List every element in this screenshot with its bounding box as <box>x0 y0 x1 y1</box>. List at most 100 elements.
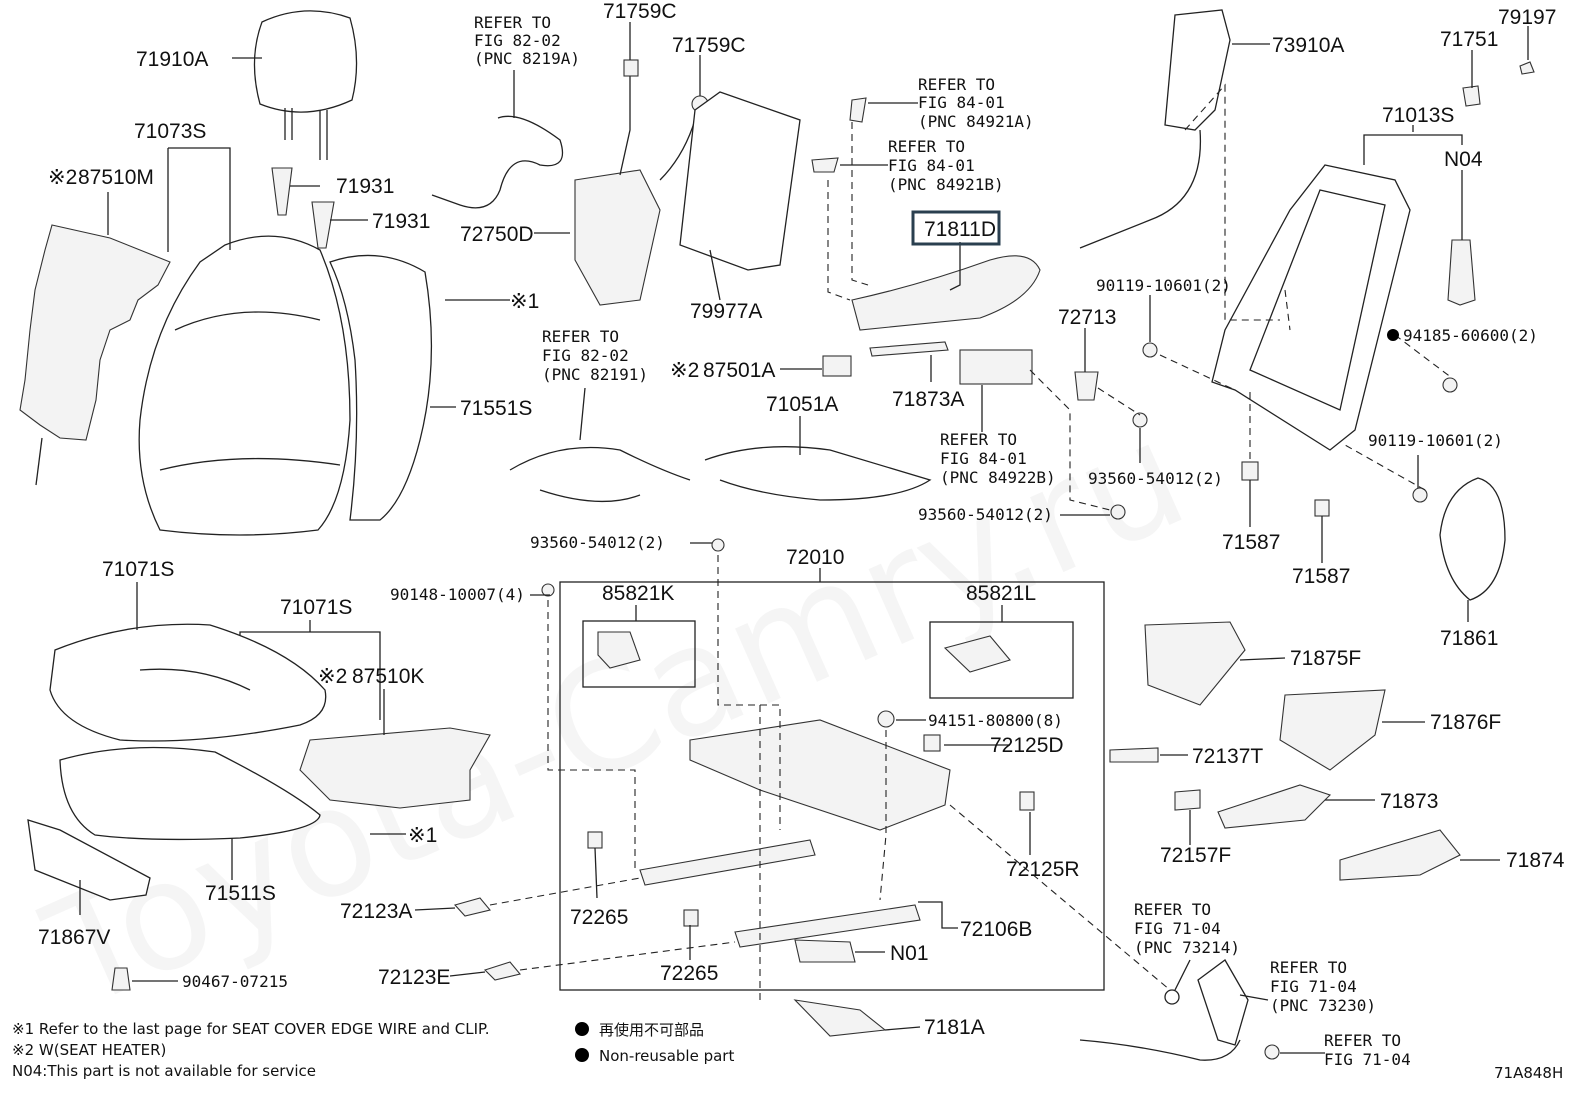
part-label[interactable]: 93560-54012(2) <box>918 505 1053 524</box>
motor-shape <box>943 635 1011 673</box>
refer-line[interactable]: FIG 82-02 <box>474 31 561 50</box>
part-label[interactable]: 72125R <box>1006 858 1080 881</box>
part-label[interactable]: 71873 <box>1380 790 1438 813</box>
part-label[interactable]: 71876F <box>1430 711 1501 734</box>
switch-shape <box>1074 371 1099 401</box>
refer-line[interactable]: (PNC 73214) <box>1134 938 1240 957</box>
note-mark: ※2 <box>48 166 77 189</box>
part-label[interactable]: 71759C <box>672 34 746 57</box>
reference-notes: REFER TO FIG 82-02 (PNC 8219A) REFER TO … <box>474 13 1411 1069</box>
part-label[interactable]: 71759C <box>603 0 677 23</box>
refer-line[interactable]: FIG 71-04 <box>1134 919 1221 938</box>
part-label[interactable]: N01 <box>890 942 929 965</box>
part-label[interactable]: 71071S <box>280 596 352 619</box>
part-label[interactable]: 87510M <box>78 166 154 189</box>
non-reusable-dot <box>1387 329 1399 341</box>
refer-line[interactable]: (PNC 84922B) <box>940 468 1056 487</box>
part-label[interactable]: 87501A <box>703 359 775 382</box>
refer-line[interactable]: (PNC 73230) <box>1270 996 1376 1015</box>
part-label[interactable]: 72750D <box>460 223 534 246</box>
part-label[interactable]: 72123A <box>340 900 412 923</box>
refer-line[interactable]: FIG 71-04 <box>1324 1050 1411 1069</box>
part-label[interactable]: 71867V <box>38 926 110 949</box>
clip-shape <box>1314 499 1330 517</box>
footnote-2: ※2 W(SEAT HEATER) <box>12 1041 166 1059</box>
part-label[interactable]: 79977A <box>690 300 762 323</box>
note-mark: ※1 <box>408 824 437 847</box>
round-cover-shape <box>1439 477 1506 601</box>
motor-shape <box>597 631 641 669</box>
refer-line[interactable]: REFER TO <box>1270 958 1347 977</box>
part-label[interactable]: 93560-54012(2) <box>1088 469 1223 488</box>
cover-shape <box>1279 689 1386 771</box>
cover-shape <box>483 961 521 981</box>
part-label[interactable]: 94185-60600(2) <box>1403 326 1538 345</box>
side-knob-shape <box>849 97 867 123</box>
refer-line[interactable]: REFER TO <box>918 75 995 94</box>
cover-shape <box>1144 621 1246 706</box>
part-label[interactable]: 71875F <box>1290 647 1361 670</box>
ecu-shape <box>822 355 852 377</box>
cover-shape <box>1339 829 1461 881</box>
part-label[interactable]: 85821K <box>602 582 674 605</box>
refer-line[interactable]: FIG 82-02 <box>542 346 629 365</box>
part-label[interactable]: 72157F <box>1160 844 1231 867</box>
refer-line[interactable]: FIG 71-04 <box>1270 977 1357 996</box>
part-label[interactable]: 71551S <box>460 397 532 420</box>
clip-shape <box>111 967 131 991</box>
cover-shape <box>1109 747 1159 763</box>
part-label[interactable]: 90467-07215 <box>182 972 288 991</box>
refer-line[interactable]: REFER TO <box>542 327 619 346</box>
part-label[interactable]: 71013S <box>1382 104 1454 127</box>
part-label[interactable]: 71861 <box>1440 627 1498 650</box>
part-label[interactable]: 72265 <box>660 962 718 985</box>
part-label[interactable]: 71811D <box>924 218 996 241</box>
part-label[interactable]: 79197 <box>1498 6 1556 29</box>
part-label[interactable]: 94151-80800(8) <box>928 711 1063 730</box>
part-label[interactable]: N04 <box>1444 148 1483 171</box>
part-label[interactable]: 71071S <box>102 558 174 581</box>
refer-line[interactable]: REFER TO <box>1324 1031 1401 1050</box>
part-label[interactable]: 71511S <box>205 882 276 905</box>
part-label[interactable]: 71073S <box>134 120 206 143</box>
part-label[interactable]: 72010 <box>786 546 844 569</box>
part-label[interactable]: 72125D <box>990 734 1064 757</box>
part-label[interactable]: 90119-10601(2) <box>1096 276 1231 295</box>
refer-line[interactable]: FIG 84-01 <box>940 449 1027 468</box>
part-label[interactable]: 71931 <box>372 210 430 233</box>
part-label[interactable]: 71587 <box>1222 531 1280 554</box>
part-label[interactable]: 71874 <box>1506 849 1565 872</box>
part-label[interactable]: 90148-10007(4) <box>390 585 525 604</box>
part-label[interactable]: 93560-54012(2) <box>530 533 665 552</box>
part-label[interactable]: 72123E <box>378 966 450 989</box>
refer-line[interactable]: FIG 84-01 <box>918 93 1005 112</box>
refer-line[interactable]: REFER TO <box>940 430 1017 449</box>
part-label[interactable]: 87510K <box>352 665 424 688</box>
clip-shape <box>1241 461 1259 481</box>
refer-line[interactable]: REFER TO <box>474 13 551 32</box>
part-label[interactable]: 72106B <box>960 918 1032 941</box>
refer-line[interactable]: (PNC 8219A) <box>474 49 580 68</box>
part-label[interactable]: 71051A <box>766 393 838 416</box>
part-label[interactable]: 72265 <box>570 906 628 929</box>
side-cover-shape <box>851 255 1041 331</box>
refer-line[interactable]: REFER TO <box>1134 900 1211 919</box>
part-label[interactable]: 71751 <box>1440 28 1498 51</box>
part-label[interactable]: 72713 <box>1058 306 1116 329</box>
part-label[interactable]: 73910A <box>1272 34 1344 57</box>
refer-line[interactable]: FIG 84-01 <box>888 156 975 175</box>
refer-line[interactable]: (PNC 84921A) <box>918 112 1034 131</box>
diagram-code: 71A848H <box>1494 1064 1563 1082</box>
refer-line[interactable]: (PNC 84921B) <box>888 175 1004 194</box>
part-label[interactable]: 85821L <box>966 582 1036 605</box>
part-label[interactable]: 7181A <box>924 1016 985 1039</box>
refer-line[interactable]: REFER TO <box>888 137 965 156</box>
part-label[interactable]: 71910A <box>136 48 208 71</box>
part-label[interactable]: 71873A <box>892 388 964 411</box>
refer-line[interactable]: (PNC 82191) <box>542 365 648 384</box>
part-label[interactable]: 71587 <box>1292 565 1350 588</box>
part-label[interactable]: 72137T <box>1192 745 1263 768</box>
part-label[interactable]: 71931 <box>336 175 394 198</box>
non-reusable-dot <box>575 1022 589 1036</box>
part-label[interactable]: 90119-10601(2) <box>1368 431 1503 450</box>
